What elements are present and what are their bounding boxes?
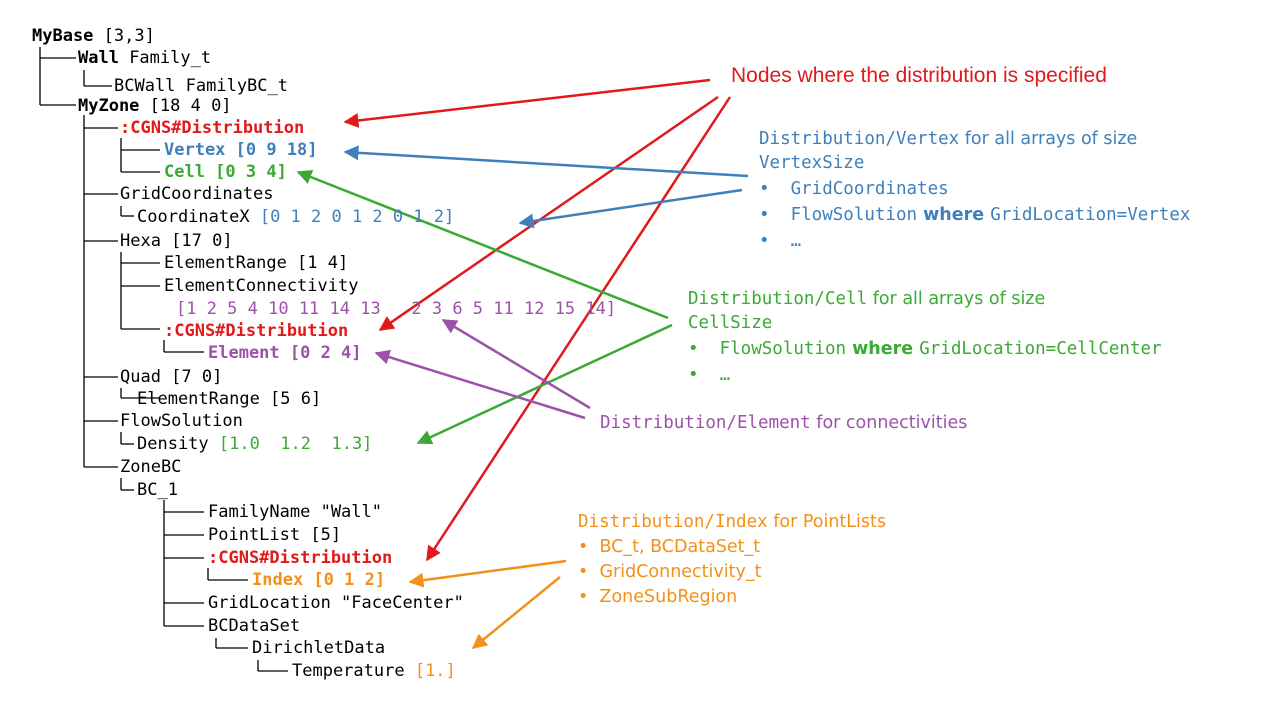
- note-element: Distribution/Element for connectivities: [600, 413, 968, 433]
- arrow-red-3: [425, 96, 732, 562]
- note-vertex-bullet-1: • GridCoordinates: [759, 179, 949, 199]
- tree-lines: [39, 47, 288, 672]
- node-wall: Wall Family_t: [78, 48, 212, 68]
- node-coordinatex: CoordinateX [0 1 2 0 1 2 0 1 2]: [137, 207, 455, 227]
- arrow-purple-1: [441, 318, 591, 410]
- node-bc1: BC_1: [137, 480, 178, 500]
- note-cell-line2: CellSize: [688, 313, 773, 333]
- node-cell: Cell [0 3 4]: [164, 162, 287, 182]
- arrow-red-2: [378, 95, 719, 332]
- node-zone-distribution: :CGNS#Distribution: [120, 118, 305, 138]
- arrow-orange-2: [471, 576, 561, 649]
- node-temperature: Temperature [1.]: [292, 661, 456, 681]
- note-index-bullet-2: • GridConnectivity_t: [578, 562, 762, 582]
- node-bcwall: BCWall FamilyBC_t: [114, 76, 288, 96]
- note-nodes-title: Nodes where the distribution is specifie…: [731, 64, 1107, 87]
- node-elementconnectivity: ElementConnectivity: [164, 276, 359, 296]
- node-elementrange-quad: ElementRange [5 6]: [137, 389, 322, 409]
- node-pointlist: PointList [5]: [208, 525, 342, 545]
- node-zone: MyZone [18 4 0]: [78, 96, 232, 116]
- note-cell-bullet-2: • …: [688, 365, 731, 385]
- note-cell-line1: Distribution/Cell for all arrays of size: [688, 289, 1046, 309]
- node-gridcoordinates: GridCoordinates: [120, 184, 274, 204]
- node-density: Density [1.0 1.2 1.3]: [137, 434, 373, 454]
- note-vertex-bullet-2: • FlowSolution where GridLocation=Vertex: [759, 205, 1191, 225]
- note-vertex-line2: VertexSize: [759, 153, 865, 173]
- node-vertex: Vertex [0 9 18]: [164, 140, 318, 160]
- note-cell-bullet-1: • FlowSolution where GridLocation=CellCe…: [688, 339, 1162, 359]
- arrow-blue-2: [518, 188, 743, 229]
- arrow-green-1: [296, 169, 669, 320]
- note-index-bullet-3: • ZoneSubRegion: [578, 587, 738, 607]
- node-base: MyBase [3,3]: [32, 26, 155, 46]
- node-gridlocation: GridLocation "FaceCenter": [208, 593, 464, 613]
- arrow-green-2: [416, 323, 673, 445]
- node-element: Element [0 2 4]: [208, 343, 362, 363]
- node-elementrange-hexa: ElementRange [1 4]: [164, 253, 349, 273]
- elementconnectivity-values: [1 2 5 4 10 11 14 13 2 3 6 5 11 12 15 14…: [176, 299, 617, 319]
- note-index-bullet-1: • BC_t, BCDataSet_t: [578, 537, 761, 557]
- note-index-line1: Distribution/Index for PointLists: [578, 512, 887, 532]
- note-vertex-line1: Distribution/Vertex for all arrays of si…: [759, 129, 1138, 149]
- node-flowsolution: FlowSolution: [120, 411, 243, 431]
- node-hexa: Hexa [17 0]: [120, 231, 233, 251]
- node-quad: Quad [7 0]: [120, 367, 223, 387]
- node-hexa-distribution: :CGNS#Distribution: [164, 321, 349, 341]
- node-familyname: FamilyName "Wall": [208, 502, 382, 522]
- arrow-orange-1: [408, 559, 567, 588]
- arrow-red-1: [343, 78, 711, 128]
- node-zonebc: ZoneBC: [120, 457, 182, 477]
- arrow-blue-1: [343, 145, 749, 178]
- node-bc-distribution: :CGNS#Distribution: [208, 548, 393, 568]
- node-bcdataset: BCDataSet: [208, 616, 301, 636]
- node-index: Index [0 1 2]: [252, 570, 386, 590]
- arrow-purple-2: [374, 349, 586, 420]
- note-vertex-bullet-3: • …: [759, 231, 802, 251]
- node-dirichletdata: DirichletData: [252, 638, 386, 658]
